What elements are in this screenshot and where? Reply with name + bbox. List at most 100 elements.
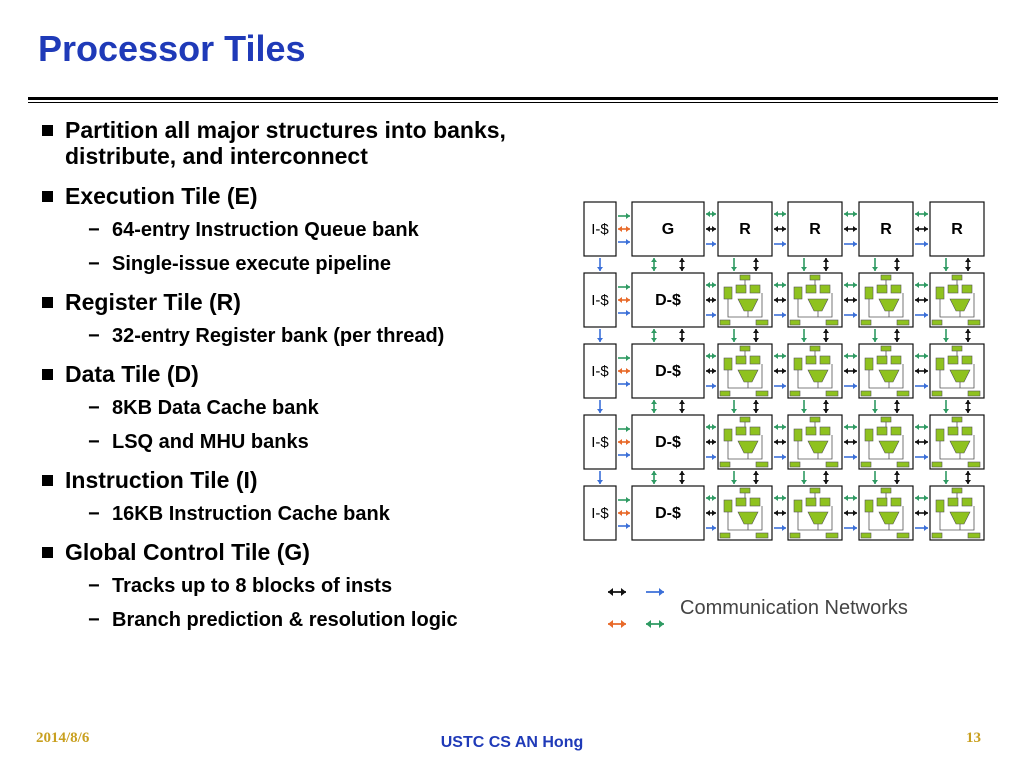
black-link-arrow — [844, 297, 857, 303]
bullet-item: Partition all major structures into bank… — [36, 117, 576, 169]
black-link-arrow — [844, 439, 857, 445]
green-link-arrow — [915, 495, 928, 501]
blue-link-arrow — [706, 312, 716, 318]
black-vertical-arrow — [965, 400, 971, 413]
blue-vertical-arrow — [597, 471, 603, 484]
register-tile: R — [929, 201, 985, 257]
r-tile-label: R — [739, 221, 751, 238]
blue-link-arrow — [774, 312, 786, 318]
blue-link-arrow — [915, 454, 928, 460]
green-link-arrow — [618, 284, 630, 290]
green-vertical-arrow — [651, 258, 657, 271]
orange-link-arrow — [618, 439, 630, 445]
green-vertical-arrow — [872, 258, 878, 271]
black-vertical-arrow — [894, 258, 900, 271]
blue-link-arrow — [706, 454, 716, 460]
black-vertical-arrow — [753, 329, 759, 342]
network-legend: Communication Networks — [608, 588, 908, 628]
green-link-arrow — [774, 282, 786, 288]
blue-link-arrow — [618, 381, 630, 387]
black-network-arrow-icon — [608, 588, 626, 596]
black-vertical-arrow — [823, 471, 829, 484]
bullet-item: Data Tile (D) — [36, 361, 576, 387]
d-tile-label: D-$ — [655, 363, 681, 380]
black-vertical-arrow — [894, 400, 900, 413]
green-link-arrow — [844, 282, 857, 288]
green-vertical-arrow — [651, 400, 657, 413]
orange-link-arrow — [618, 297, 630, 303]
bullet-text: Instruction Tile (I) — [65, 467, 258, 493]
d-tile-label: D-$ — [655, 505, 681, 522]
register-tile: R — [717, 201, 773, 257]
instruction-tile: I-$ — [583, 272, 617, 328]
blue-link-arrow — [706, 383, 716, 389]
blue-link-arrow — [774, 383, 786, 389]
execution-tile — [787, 272, 843, 328]
black-link-arrow — [915, 226, 928, 232]
execution-tile — [787, 343, 843, 399]
sub-bullet-item: − LSQ and MHU banks — [88, 429, 576, 455]
green-vertical-arrow — [801, 329, 807, 342]
blue-link-arrow — [618, 310, 630, 316]
register-tile: R — [858, 201, 914, 257]
page-number: 13 — [966, 730, 981, 746]
legend-label: Communication Networks — [680, 597, 908, 619]
execution-tile — [717, 272, 773, 328]
execution-tile — [858, 485, 914, 541]
green-link-arrow — [915, 282, 928, 288]
green-vertical-arrow — [872, 400, 878, 413]
bullet-list: Partition all major structures into bank… — [36, 108, 576, 633]
black-vertical-arrow — [679, 471, 685, 484]
black-vertical-arrow — [965, 258, 971, 271]
i-tile-label: I-$ — [591, 434, 609, 451]
green-link-arrow — [844, 353, 857, 359]
dash-bullet-icon: − — [88, 431, 100, 453]
dash-bullet-icon: − — [88, 253, 100, 275]
black-vertical-arrow — [823, 400, 829, 413]
black-link-arrow — [774, 439, 786, 445]
green-link-arrow — [706, 353, 716, 359]
green-vertical-arrow — [801, 400, 807, 413]
execution-tile — [787, 485, 843, 541]
bullet-text: Global Control Tile (G) — [65, 539, 310, 565]
execution-tile — [717, 414, 773, 470]
black-vertical-arrow — [823, 258, 829, 271]
footer-center: USTC CS AN Hong — [440, 734, 584, 751]
blue-link-arrow — [915, 383, 928, 389]
green-link-arrow — [915, 353, 928, 359]
orange-link-arrow — [618, 368, 630, 374]
execution-tile — [929, 485, 985, 541]
black-link-arrow — [915, 297, 928, 303]
blue-link-arrow — [706, 525, 716, 531]
sub-bullet-item: − 8KB Data Cache bank — [88, 395, 576, 421]
black-link-arrow — [774, 297, 786, 303]
sub-bullet-item: − Branch prediction & resolution logic — [88, 607, 576, 633]
dash-bullet-icon: − — [88, 325, 100, 347]
sub-bullet-text: 8KB Data Cache bank — [112, 397, 319, 419]
green-vertical-arrow — [801, 258, 807, 271]
black-vertical-arrow — [679, 329, 685, 342]
sub-bullet-text: LSQ and MHU banks — [112, 431, 309, 453]
blue-network-arrow-icon — [646, 588, 664, 596]
green-link-arrow — [618, 497, 630, 503]
black-link-arrow — [915, 510, 928, 516]
black-vertical-arrow — [753, 471, 759, 484]
bullet-text: Execution Tile (E) — [65, 183, 258, 209]
black-vertical-arrow — [823, 329, 829, 342]
execution-tile — [929, 414, 985, 470]
green-link-arrow — [618, 213, 630, 219]
square-bullet-icon — [42, 191, 53, 202]
square-bullet-icon — [42, 297, 53, 308]
sub-bullet-text: Branch prediction & resolution logic — [112, 609, 458, 631]
slide-title: Processor Tiles — [38, 28, 306, 69]
green-vertical-arrow — [943, 258, 949, 271]
green-vertical-arrow — [731, 400, 737, 413]
blue-link-arrow — [618, 239, 630, 245]
sub-bullet-text: Single-issue execute pipeline — [112, 253, 391, 275]
blue-link-arrow — [844, 312, 857, 318]
black-link-arrow — [706, 368, 716, 374]
black-vertical-arrow — [753, 400, 759, 413]
i-tile-label: I-$ — [591, 221, 609, 238]
blue-link-arrow — [618, 452, 630, 458]
i-tile-label: I-$ — [591, 292, 609, 309]
